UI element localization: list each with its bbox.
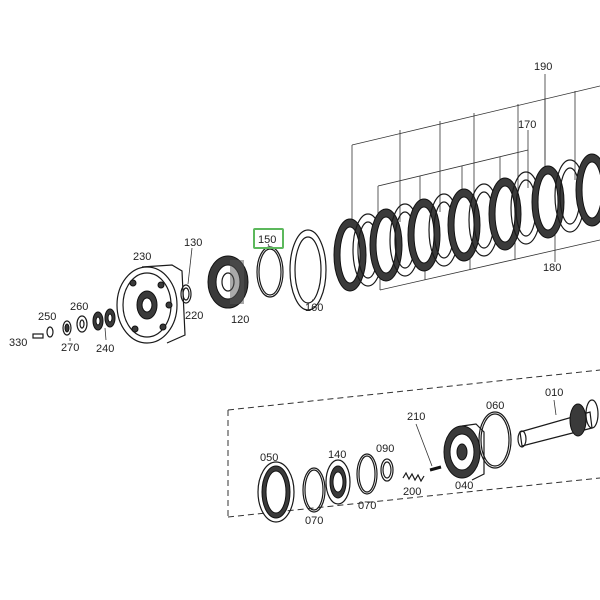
label-270[interactable]: 270 <box>61 342 79 354</box>
label-240[interactable]: 240 <box>96 343 114 355</box>
part-140-disc <box>325 459 351 505</box>
part-010-shaft <box>517 399 599 448</box>
label-140[interactable]: 140 <box>328 449 346 461</box>
clutch-plates <box>333 153 600 292</box>
part-070-ring-right <box>356 453 378 495</box>
label-060[interactable]: 060 <box>486 400 504 412</box>
part-040-piston <box>443 423 485 481</box>
label-090[interactable]: 090 <box>376 443 394 455</box>
label-040[interactable]: 040 <box>455 480 473 492</box>
label-260[interactable]: 260 <box>70 301 88 313</box>
label-330[interactable]: 330 <box>9 337 27 349</box>
part-060-ring <box>478 411 512 469</box>
part-230-drum <box>116 264 186 344</box>
part-160-ring <box>289 229 327 311</box>
part-050-ring <box>257 461 295 523</box>
label-160[interactable]: 160 <box>305 302 323 314</box>
label-180[interactable]: 180 <box>543 262 561 274</box>
part-210-spring <box>415 423 442 472</box>
label-150[interactable]: 150 <box>258 234 276 246</box>
label-070-left[interactable]: 070 <box>305 515 323 527</box>
label-200[interactable]: 200 <box>403 486 421 498</box>
part-120-hub <box>207 255 249 309</box>
label-250[interactable]: 250 <box>38 311 56 323</box>
label-130[interactable]: 130 <box>184 237 202 249</box>
label-230[interactable]: 230 <box>133 251 151 263</box>
label-170[interactable]: 170 <box>518 119 536 131</box>
label-120[interactable]: 120 <box>231 314 249 326</box>
label-220[interactable]: 220 <box>185 310 203 322</box>
label-050[interactable]: 050 <box>260 452 278 464</box>
small-rings-group <box>32 308 116 339</box>
part-200-spring <box>402 471 425 483</box>
part-070-ring-left <box>302 467 326 513</box>
label-070-right[interactable]: 070 <box>358 500 376 512</box>
highlight-box-150 <box>253 228 284 249</box>
label-190[interactable]: 190 <box>534 61 552 73</box>
label-010[interactable]: 010 <box>545 387 563 399</box>
label-210[interactable]: 210 <box>407 411 425 423</box>
part-150-snap-ring <box>256 246 284 298</box>
part-090-ring <box>380 458 394 482</box>
